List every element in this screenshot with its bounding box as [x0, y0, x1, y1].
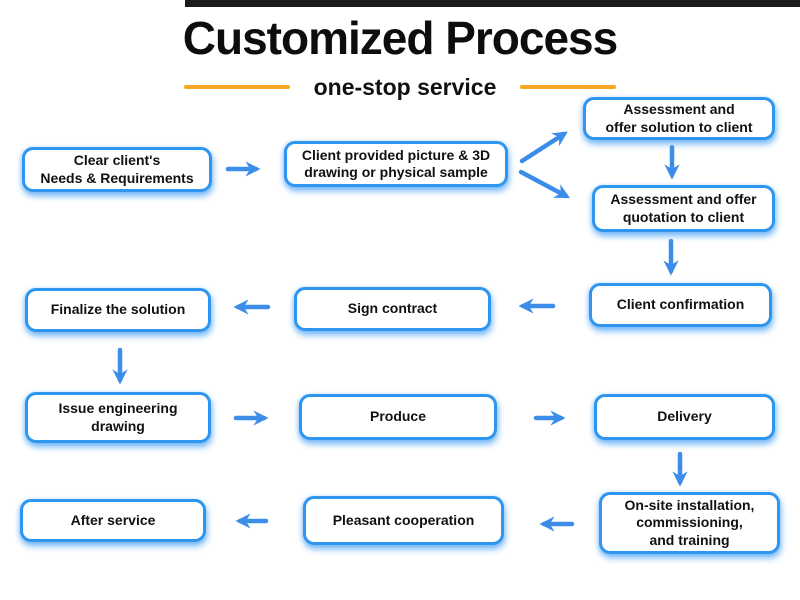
accent-line-right — [520, 85, 617, 89]
arrow-client-sample-to-assess-quote — [518, 169, 571, 199]
flow-node-after-service: After service — [20, 499, 206, 542]
accent-line-left — [183, 85, 290, 89]
flow-node-assess-quote: Assessment and offer quotation to client — [592, 185, 775, 232]
flow-node-assess-solution: Assessment and offer solution to client — [583, 97, 775, 140]
flow-node-produce: Produce — [299, 394, 497, 440]
subtitle-row: one-stop service — [0, 72, 800, 102]
page-title: Customized Process — [182, 12, 618, 64]
flow-node-finalize: Finalize the solution — [25, 288, 211, 332]
flow-node-sign-contract: Sign contract — [294, 287, 491, 331]
flow-node-clear-needs: Clear client's Needs & Requirements — [22, 147, 212, 192]
flow-node-client-confirm: Client confirmation — [589, 283, 772, 327]
flow-node-client-sample: Client provided picture & 3D drawing or … — [284, 141, 508, 187]
flow-node-pleasant: Pleasant cooperation — [303, 496, 504, 545]
flow-node-issue-drawing: Issue engineering drawing — [25, 392, 211, 443]
page-subtitle: one-stop service — [313, 73, 497, 100]
top-edge-bar — [185, 0, 800, 7]
flow-node-delivery: Delivery — [594, 394, 775, 440]
flow-node-onsite: On-site installation, commissioning, and… — [599, 492, 780, 554]
arrow-client-sample-to-assess-solution — [519, 131, 568, 164]
